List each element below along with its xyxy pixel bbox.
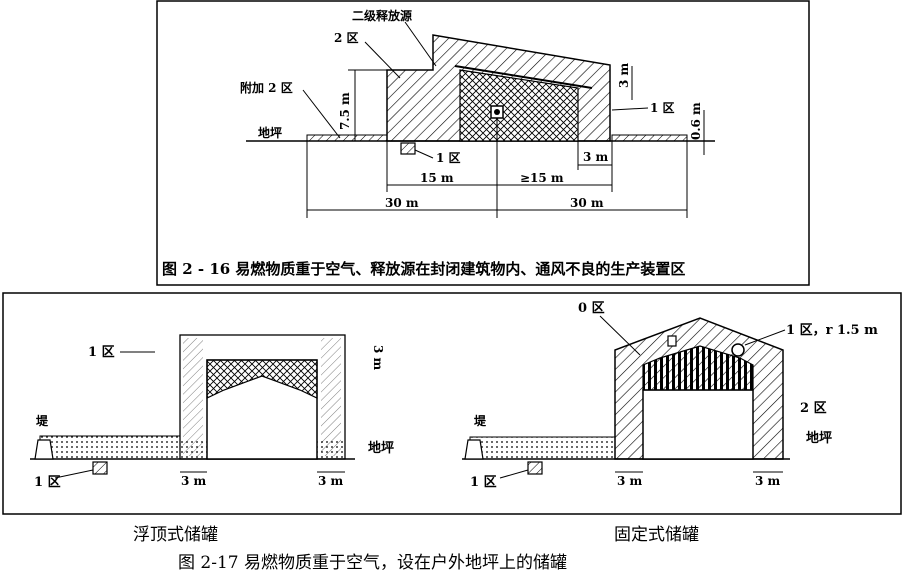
fig16-label-d-30-left: 30 m [385, 196, 419, 210]
fig17-right-label-zone1-pit: 1 区 [470, 475, 497, 490]
fig17-left-pit [92, 461, 108, 475]
fig17-left-label-zone1-top: 1 区 [88, 345, 115, 360]
fig17-right-tank-body [642, 389, 754, 460]
fig17-left-label-dike: 堤 [36, 413, 49, 428]
fig17-right-pit [527, 461, 543, 475]
fig17-left-label-d-3-right: 3 m [318, 474, 344, 488]
fig17-left-label-h-3: 3 m [371, 345, 385, 371]
fig17-left-label-ground: 地坪 [368, 440, 394, 456]
fig16-roof-line [454, 65, 593, 89]
fig17-right-label-ground: 地坪 [806, 430, 832, 446]
fig17-sub-right: 固定式储罐 [614, 525, 699, 545]
fig16-pit [400, 142, 416, 155]
figure-2-16: 二级释放源 2 区 附加 2 区 地坪 1 区 1 区 7.5 m 3 m 0.… [156, 0, 810, 286]
fig16-label-zone1-right: 1 区 [650, 101, 675, 115]
fig17-floating-roof-tank: 1 区 3 m 地坪 1 区 3 m 3 m 堤 [30, 334, 394, 490]
fig17-right-zone0-area [642, 345, 754, 391]
fig16-label-h-7-5: 7.5 m [338, 92, 352, 130]
fig16-label-ground: 地坪 [258, 125, 282, 140]
fig17-right-dike [464, 439, 484, 460]
fig17-left-label-zone1-pit: 1 区 [34, 475, 61, 490]
fig17-right-additional-zone [469, 436, 616, 460]
fig17-right-label-d-3-left: 3 m [617, 474, 643, 488]
fig17-right-vent [731, 343, 745, 357]
fig17-left-dike [34, 439, 54, 460]
fig17-fixed-roof-tank: 0 区 1 区，r 1.5 m 2 区 地坪 1 区 3 m 3 m 堤 [462, 301, 878, 490]
fig16-label-zone2: 2 区 [334, 31, 359, 45]
fig16-zone1-area [459, 69, 579, 142]
fig17-left-floating-roof-zone [206, 359, 318, 399]
fig16-caption: 图 2 - 16 易燃物质重于空气、释放源在封闭建筑物内、通风不良的生产装置区 [162, 260, 685, 278]
fig16-release-source-dot [494, 109, 500, 115]
fig17-left-additional-zone [39, 435, 181, 460]
fig17-caption: 图 2-17 易燃物质重于空气，设在户外地坪上的储罐 [178, 553, 567, 573]
fig16-frame [156, 0, 810, 286]
fig17-sub-left: 浮顶式储罐 [133, 525, 218, 545]
fig17-left-label-d-3-left: 3 m [181, 474, 207, 488]
fig16-label-h-0-6: 0.6 m [689, 102, 703, 140]
fig17-right-label-zone2: 2 区 [800, 401, 827, 416]
fig16-additional-zone2-right [611, 134, 688, 142]
fig17-right-label-dike: 堤 [474, 413, 487, 428]
fig17-right-label-zone0: 0 区 [578, 301, 605, 316]
fig16-label-zone1-pit: 1 区 [436, 151, 461, 165]
fig16-label-d-15: 15 m [420, 171, 454, 185]
fig17-frame [2, 292, 902, 515]
fig16-label-d-ge15: ≥15 m [520, 171, 564, 185]
fig16-label-h-3: 3 m [617, 62, 631, 88]
fig17-right-label-zone1-top: 1 区，r 1.5 m [786, 323, 878, 338]
fig16-additional-zone2-left [306, 134, 388, 142]
figure-2-17: 1 区 3 m 地坪 1 区 3 m 3 m 堤 [2, 292, 902, 573]
fig17-right-label-d-3-right: 3 m [755, 474, 781, 488]
fig16-label-secondary-source: 二级释放源 [352, 8, 412, 23]
fig16-label-d-3: 3 m [583, 150, 609, 164]
fig16-label-additional-zone2: 附加 2 区 [240, 80, 293, 95]
fig16-label-d-30-right: 30 m [570, 196, 604, 210]
